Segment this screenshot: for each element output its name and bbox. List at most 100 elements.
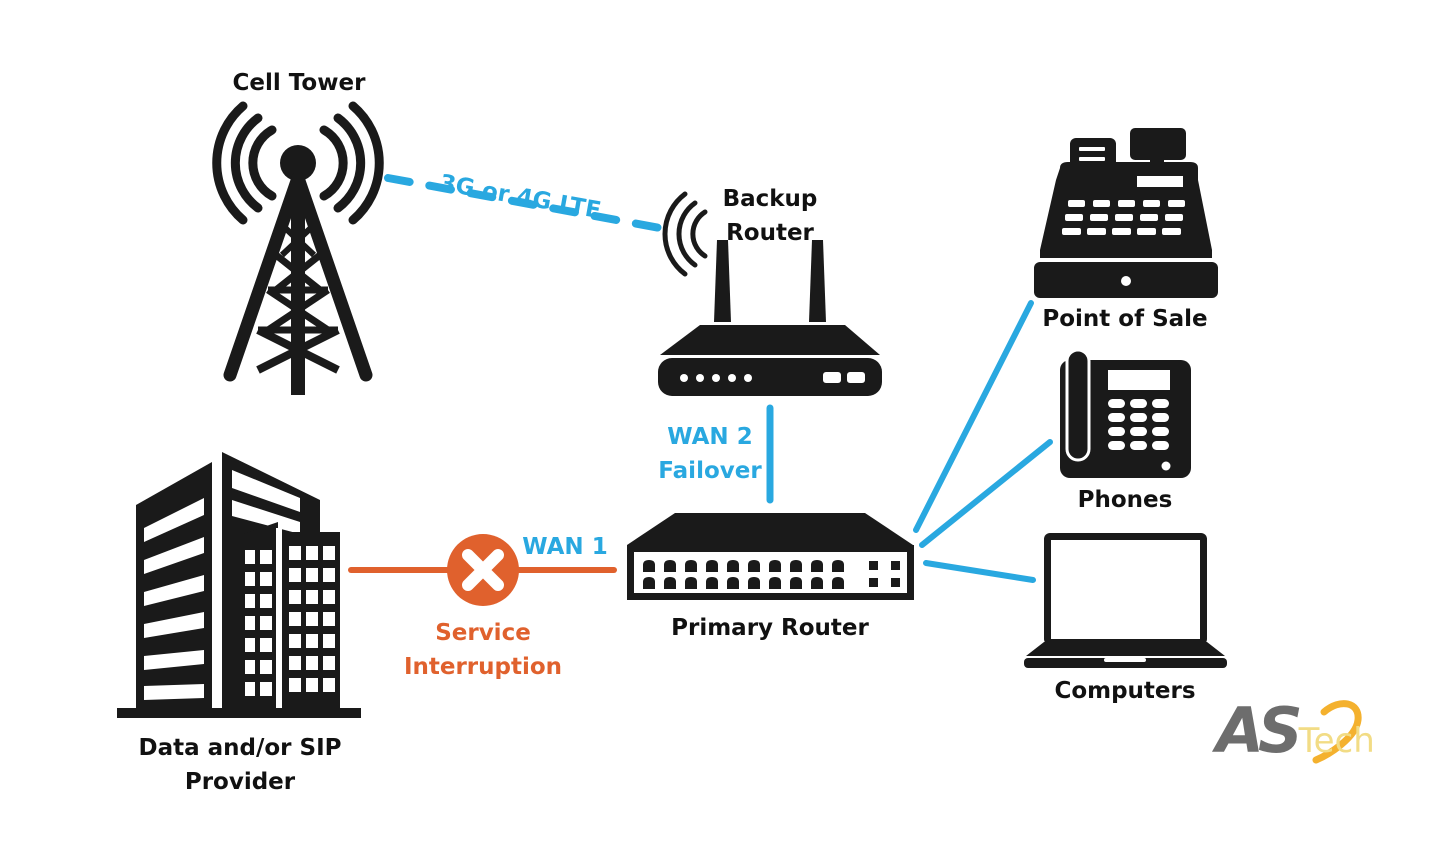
switch-port [832, 577, 844, 589]
phone-key [1108, 413, 1125, 422]
wireless-router-icon [658, 191, 882, 396]
switch-port [769, 577, 781, 589]
building-window [323, 656, 335, 670]
register-key [1143, 200, 1160, 207]
wan2-label-line2: Failover [658, 458, 762, 484]
building-window [306, 568, 318, 582]
computers-label: Computers [1054, 678, 1196, 704]
building-window [260, 660, 272, 674]
building-window [323, 590, 335, 604]
register-key [1115, 214, 1133, 221]
lan-link-pos [913, 300, 1034, 533]
laptop-icon [1024, 533, 1227, 668]
switch-port [664, 577, 676, 589]
switch-port [832, 560, 844, 572]
building-window [245, 572, 255, 586]
building-window [323, 546, 335, 560]
building-window [323, 568, 335, 582]
wan2-label-line1: WAN 2 [667, 424, 753, 450]
phone-key [1108, 399, 1125, 408]
building-window [245, 638, 255, 652]
backup-router-label-line2: Router [726, 220, 814, 246]
astech-logo [1312, 700, 1362, 764]
building-window [245, 616, 255, 630]
phone-key [1108, 427, 1125, 436]
phone-key [1152, 413, 1169, 422]
logo-primary: AS [1216, 694, 1303, 767]
logo-secondary: Tech [1298, 721, 1375, 761]
building-window [260, 616, 272, 630]
phone-key [1152, 441, 1169, 450]
switch-port [769, 560, 781, 572]
building-window [306, 678, 318, 692]
register-key [1140, 214, 1158, 221]
interruption-label-line2: Interruption [403, 654, 563, 680]
building-window [323, 612, 335, 626]
building-window [260, 572, 272, 586]
uplink-port [891, 561, 900, 570]
building-window [289, 634, 301, 648]
switch-port [706, 577, 718, 589]
office-building-icon [117, 452, 361, 718]
lan-link-computers [923, 560, 1036, 583]
building-window [260, 550, 272, 564]
register-key [1068, 200, 1085, 207]
cell-tower-icon [212, 101, 384, 395]
logo-text: ASTech [1216, 694, 1375, 767]
building-window [289, 590, 301, 604]
uplink-port [891, 578, 900, 587]
register-key [1118, 200, 1135, 207]
interruption-label-line1: Service [435, 620, 531, 646]
register-key [1093, 200, 1110, 207]
switch-port [748, 560, 760, 572]
building-window [289, 568, 301, 582]
building-window [245, 594, 255, 608]
lan-link-phones [919, 439, 1053, 548]
building-window [245, 550, 255, 564]
building-window [306, 590, 318, 604]
building-window [245, 660, 255, 674]
switch-port [685, 577, 697, 589]
wan1-label: WAN 1 [522, 534, 608, 560]
building-window [260, 682, 272, 696]
register-key [1165, 214, 1183, 221]
building-window [289, 546, 301, 560]
switch-port [643, 577, 655, 589]
register-key [1087, 228, 1106, 235]
phone-key [1152, 427, 1169, 436]
phone-key [1130, 413, 1147, 422]
phone-key [1130, 441, 1147, 450]
building-window [306, 546, 318, 560]
register-key [1112, 228, 1131, 235]
register-key [1062, 228, 1081, 235]
register-key [1090, 214, 1108, 221]
switch-port [727, 577, 739, 589]
switch-port [685, 560, 697, 572]
switch-port [748, 577, 760, 589]
register-key [1168, 200, 1185, 207]
building-window [323, 634, 335, 648]
phones-label: Phones [1077, 487, 1173, 513]
x-circle-icon [447, 534, 519, 606]
cell-tower-label: Cell Tower [232, 70, 366, 96]
register-key [1065, 214, 1083, 221]
primary-router-label: Primary Router [671, 615, 869, 641]
pos-label: Point of Sale [1042, 306, 1208, 332]
phone-key [1130, 427, 1147, 436]
switch-port [706, 560, 718, 572]
switch-port [811, 560, 823, 572]
building-window [260, 638, 272, 652]
building-window [306, 656, 318, 670]
uplink-port [869, 561, 878, 570]
register-key [1137, 228, 1156, 235]
uplink-port [869, 578, 878, 587]
building-window [306, 634, 318, 648]
backup-router-label-line1: Backup [722, 186, 818, 212]
desk-phone-icon [1060, 348, 1191, 478]
building-window [289, 656, 301, 670]
network-switch-icon [627, 513, 914, 600]
switch-port [664, 560, 676, 572]
switch-port [790, 577, 802, 589]
cash-register-icon [1034, 128, 1218, 298]
